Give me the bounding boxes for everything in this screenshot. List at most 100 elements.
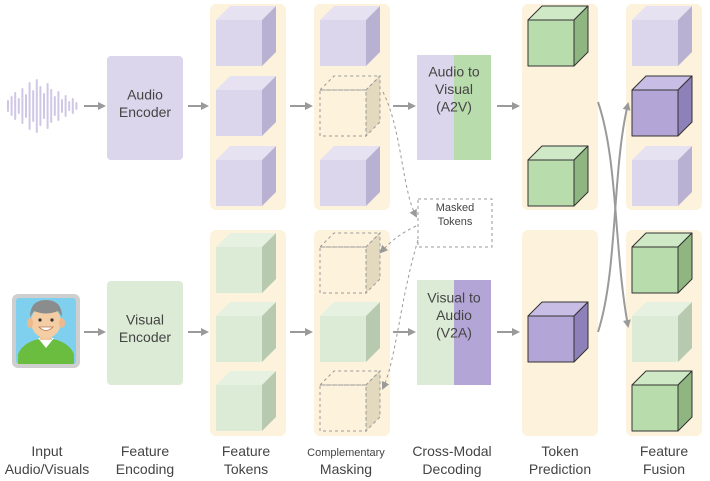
visual-feature-token-1-top: [216, 233, 276, 247]
audio-kept-token-2-top: [320, 146, 380, 160]
visual-kept-token-front: [320, 316, 366, 362]
predicted-audio-token: [527, 301, 589, 363]
audio-kept-token-2-front: [320, 160, 366, 206]
a2v-decoder-audio-half: [417, 55, 454, 160]
audio-kept-token-2-side: [366, 146, 380, 206]
audio-feature-token-2: [216, 76, 276, 136]
visual-kept-token-side: [366, 302, 380, 362]
audio-feature-token-2-front: [216, 90, 262, 136]
predicted-visual-token-2: [527, 145, 589, 207]
audio-masked-token: [318, 74, 382, 138]
predicted-audio-token-front: [527, 315, 575, 363]
link-audio-mask-to-callout: [382, 91, 417, 218]
audio-feature-token-3-side: [262, 146, 276, 206]
v2a-decoder-audio-half: [454, 280, 491, 385]
fused-audio-token-3-front: [632, 160, 678, 206]
arrow-fusion-cross-up: [597, 102, 631, 333]
fused-audio-token-1-side: [678, 6, 692, 66]
fused-audio-token-2: [631, 75, 693, 137]
visual-feature-token-1-side: [262, 233, 276, 293]
fused-audio-token-1-front: [632, 20, 678, 66]
audio-feature-token-3: [216, 146, 276, 206]
visual-kept-token: [320, 302, 380, 362]
audio-feature-token-3-top: [216, 146, 276, 160]
predicted-visual-token-1: [527, 5, 589, 67]
audio-kept-token-1-front: [320, 20, 366, 66]
face-avatar-icon: [12, 294, 80, 368]
fused-visual-token-3-front: [631, 384, 679, 432]
visual-feature-token-1: [216, 233, 276, 293]
token-cubes: [216, 5, 693, 433]
visual-feature-token-2-side: [262, 302, 276, 362]
visual-feature-token-3-front: [216, 385, 262, 431]
fused-visual-token-3: [631, 370, 693, 432]
fused-visual-token-2: [632, 302, 692, 362]
visual-kept-token-top: [320, 302, 380, 316]
fused-audio-token-3-side: [678, 146, 692, 206]
visual-feature-token-2-top: [216, 302, 276, 316]
audio-kept-token-2: [320, 146, 380, 206]
fused-audio-token-1: [632, 6, 692, 66]
visual-feature-token-1-front: [216, 247, 262, 293]
audio-encoder-box: [107, 56, 183, 160]
visual-feature-token-3: [216, 371, 276, 431]
v2a-decoder-visual-half: [417, 280, 454, 385]
predicted-visual-token-1-front: [527, 19, 575, 67]
audio-masked-token-top: [318, 75, 382, 91]
audio-kept-token-1-side: [366, 6, 380, 66]
audio-masked-token-front: [319, 89, 367, 137]
fused-audio-token-3: [632, 146, 692, 206]
visual-feature-token-3-side: [262, 371, 276, 431]
audio-feature-token-1-side: [262, 6, 276, 66]
masked-token-links: [379, 91, 419, 390]
audio-kept-token-1-top: [320, 6, 380, 20]
visual-masked-token-2-top: [318, 370, 382, 386]
fused-visual-token-1: [631, 232, 693, 294]
fused-visual-token-2-front: [632, 316, 678, 362]
visual-masked-token-2-side: [365, 369, 381, 433]
a2v-decoder-visual-half: [454, 55, 491, 160]
fused-audio-token-2-front: [631, 89, 679, 137]
waveform-icon: [7, 79, 78, 133]
visual-masked-token-1-side: [365, 231, 381, 295]
visual-masked-token-1: [318, 231, 382, 295]
fused-audio-token-3-top: [632, 146, 692, 160]
fused-visual-token-1-front: [631, 246, 679, 294]
fused-visual-token-2-top: [632, 302, 692, 316]
flow-arrows: [84, 101, 631, 336]
visual-encoder-box: [107, 281, 183, 385]
visual-feature-token-2: [216, 302, 276, 362]
audio-feature-token-3-front: [216, 160, 262, 206]
visual-feature-token-3-top: [216, 371, 276, 385]
arrow-fusion-cross-down: [597, 101, 631, 328]
audio-masked-token-side: [365, 74, 381, 138]
visual-feature-token-2-front: [216, 316, 262, 362]
audio-feature-token-1-front: [216, 20, 262, 66]
audio-feature-token-1-top: [216, 6, 276, 20]
audio-feature-token-2-top: [216, 76, 276, 90]
visual-masked-token-1-front: [319, 246, 367, 294]
fused-audio-token-1-top: [632, 6, 692, 20]
link-callout-to-visual-mask-bottom: [381, 239, 419, 390]
audio-kept-token-1: [320, 6, 380, 66]
fused-visual-token-2-side: [678, 302, 692, 362]
audio-feature-token-2-side: [262, 76, 276, 136]
visual-masked-token-2: [318, 369, 382, 433]
visual-masked-token-2-front: [319, 384, 367, 432]
visual-masked-token-1-top: [318, 232, 382, 248]
